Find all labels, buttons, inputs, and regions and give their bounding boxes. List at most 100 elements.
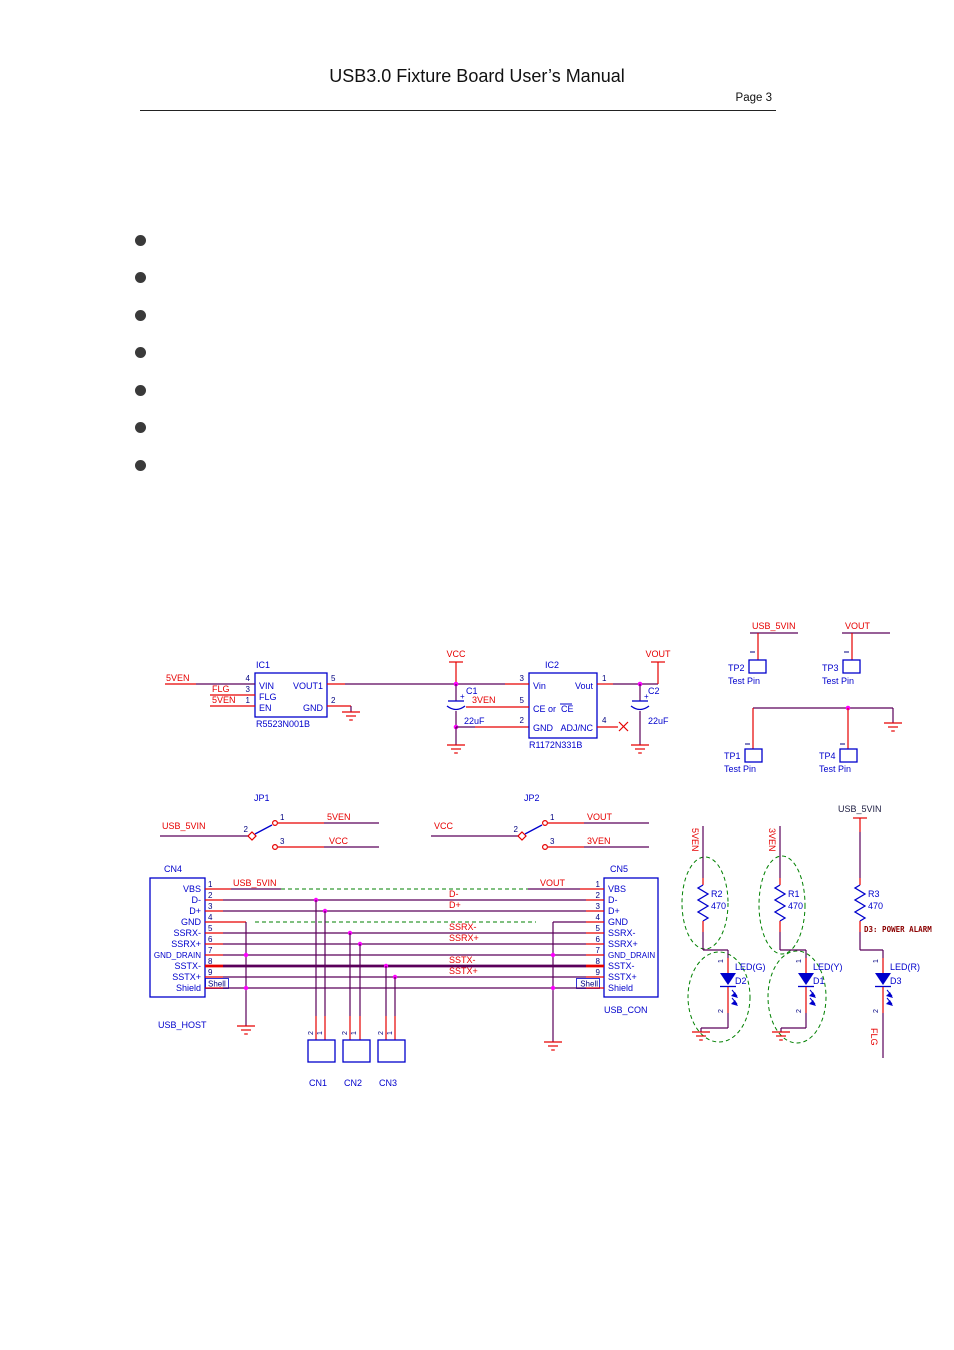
- jp2-num1: 1: [550, 813, 555, 822]
- ic1-pin-en: EN: [259, 703, 272, 713]
- tp3-ref: TP3: [822, 663, 839, 673]
- d1-num2: 2: [796, 1009, 803, 1013]
- cn2-body: [342, 1039, 371, 1063]
- led-g-name: LED(G): [735, 962, 766, 972]
- ic2-pin-vin: Vin: [533, 681, 546, 691]
- ic1-num-en: 1: [246, 696, 251, 705]
- cn4-pin-num: 9: [208, 968, 213, 977]
- cn4-pin-name: D-: [192, 895, 202, 905]
- ground-icon: [544, 1041, 562, 1051]
- cn3-num2: 2: [378, 1031, 385, 1035]
- d3-ref: D3: [890, 976, 902, 986]
- bus-label-dp: D+: [449, 900, 461, 910]
- net-label-5ven-vertical: 5VEN: [690, 828, 700, 852]
- led-channel-red: USB_5VIN R3 470 D3: POWER ALARM 1 LED(R)…: [838, 804, 932, 1058]
- net-label-3ven-vertical: 3VEN: [767, 828, 777, 852]
- cn5-pin-name: Shield: [608, 983, 633, 993]
- net-label-flg-vertical: FLG: [869, 1028, 879, 1046]
- led-channel-yellow: 3VEN R1 470 1 LED(Y) D1 2: [758, 826, 843, 1044]
- ground-icon: [342, 711, 360, 721]
- c2-plus: +: [644, 692, 649, 701]
- r2-value: 470: [711, 901, 726, 911]
- testpin-block: USB_5VIN TP2 Test Pin VOUT TP3 Test Pin …: [724, 621, 902, 774]
- cn5-pin-num: 4: [596, 913, 601, 922]
- ic2-pin-adj: ADJ/NC: [560, 723, 593, 733]
- page-title: USB3.0 Fixture Board User’s Manual: [329, 66, 625, 86]
- page-number: Page 3: [735, 92, 772, 104]
- bullet-point: [135, 385, 146, 396]
- jp1-ref: JP1: [254, 793, 270, 803]
- ground-icon: [447, 744, 465, 754]
- cn4-pin-name: GND_DRAIN: [154, 951, 201, 960]
- cn4-pin-name: GND: [181, 917, 202, 927]
- ic2-num-ce: 5: [520, 696, 525, 705]
- r1-value: 470: [788, 901, 803, 911]
- jumper-pin2-icon: [517, 831, 527, 841]
- junction-dot: [550, 952, 556, 958]
- ic1-pin-flg: FLG: [259, 692, 277, 702]
- d1-ref: D1: [813, 976, 825, 986]
- net-label-5ven: 5VEN: [327, 812, 351, 822]
- ground-icon: [884, 722, 902, 732]
- cn5-block: CN5 VBS D- D+ GND SSRX- SSRX+ GND_DRAIN …: [576, 864, 659, 998]
- jp2-num3: 3: [550, 837, 555, 846]
- junction-dot: [550, 985, 556, 991]
- dashed-ellipse: [687, 951, 751, 1043]
- jp2-num2: 2: [514, 825, 519, 834]
- cn4-block: CN4 VBS D- D+ GND SSRX- SSRX+ GND_DRAIN …: [149, 864, 648, 1030]
- c1-plus: +: [460, 692, 465, 701]
- led-icon: [875, 973, 893, 1006]
- cn4-ref: CN4: [164, 864, 182, 874]
- cn5-pin-name: SSRX+: [608, 939, 638, 949]
- cn4-pin-num: 7: [208, 946, 213, 955]
- led-channel-green: 5VEN R2 470 1 LED(G) D2 2: [681, 826, 766, 1043]
- net-label-5ven: 5VEN: [212, 695, 236, 705]
- cn5-pin-num: 3: [596, 902, 601, 911]
- cn4-pin-name: Shield: [176, 983, 201, 993]
- tp1-pad: [744, 748, 763, 763]
- cn5-shell: Shell: [580, 980, 598, 989]
- r3-value: 470: [868, 901, 883, 911]
- cn3-num1: 1: [387, 1031, 394, 1035]
- ic1-block: IC1 VIN FLG EN VOUT1 GND 4 3 1 5 2 R5523…: [165, 660, 505, 729]
- cn4-pin-name: SSRX-: [173, 928, 201, 938]
- net-label-vcc: VCC: [434, 821, 454, 831]
- net-label-vcc: VCC: [446, 649, 466, 659]
- led-r-name: LED(R): [890, 962, 920, 972]
- net-label-vout: VOUT: [540, 878, 566, 888]
- cn4-pin-num: 8: [208, 957, 213, 966]
- ic2-num-vout: 1: [602, 674, 607, 683]
- cn3-ref: CN3: [379, 1078, 397, 1088]
- ground-icon: [772, 1031, 790, 1041]
- header-divider: [140, 110, 776, 111]
- bullet-point: [135, 310, 146, 321]
- bullet-point: [135, 235, 146, 246]
- jumper-pin1-icon: [541, 819, 548, 826]
- c1-value: 22uF: [464, 716, 485, 726]
- c2-ref: C2: [648, 686, 660, 696]
- ic2-block: IC2 Vin CE or CE GND Vout ADJ/NC 3 5 2 1…: [466, 660, 658, 750]
- cn5-pin-num: 2: [596, 891, 601, 900]
- ic2-part-number: R1172N331B: [529, 740, 582, 750]
- cn5-body: [603, 877, 659, 998]
- cn4-body: [149, 877, 206, 998]
- cn5-pin-name: SSTX+: [608, 972, 637, 982]
- vout-node: VOUT + C2 22uF: [630, 649, 671, 754]
- net-label-3ven: 3VEN: [472, 695, 496, 705]
- bus-label-sstxp: SSTX+: [449, 966, 478, 976]
- cn4-pin-num: 6: [208, 935, 213, 944]
- tp4-caption: Test Pin: [819, 764, 851, 774]
- cn4-pin-num: 4: [208, 913, 213, 922]
- resistor-icon: [773, 884, 787, 922]
- ic1-num-flg: 3: [246, 685, 251, 694]
- r2-ref: R2: [711, 889, 723, 899]
- cn4-shell: Shell: [208, 980, 226, 989]
- ic1-num-vin: 4: [246, 674, 251, 683]
- ic1-part-number: R5523N001B: [256, 719, 310, 729]
- tp1-caption: Test Pin: [724, 764, 756, 774]
- tp1-ref: TP1: [724, 751, 741, 761]
- ground-icon: [237, 1025, 255, 1035]
- cn4-pin-num: 5: [208, 924, 213, 933]
- tp3-caption: Test Pin: [822, 676, 854, 686]
